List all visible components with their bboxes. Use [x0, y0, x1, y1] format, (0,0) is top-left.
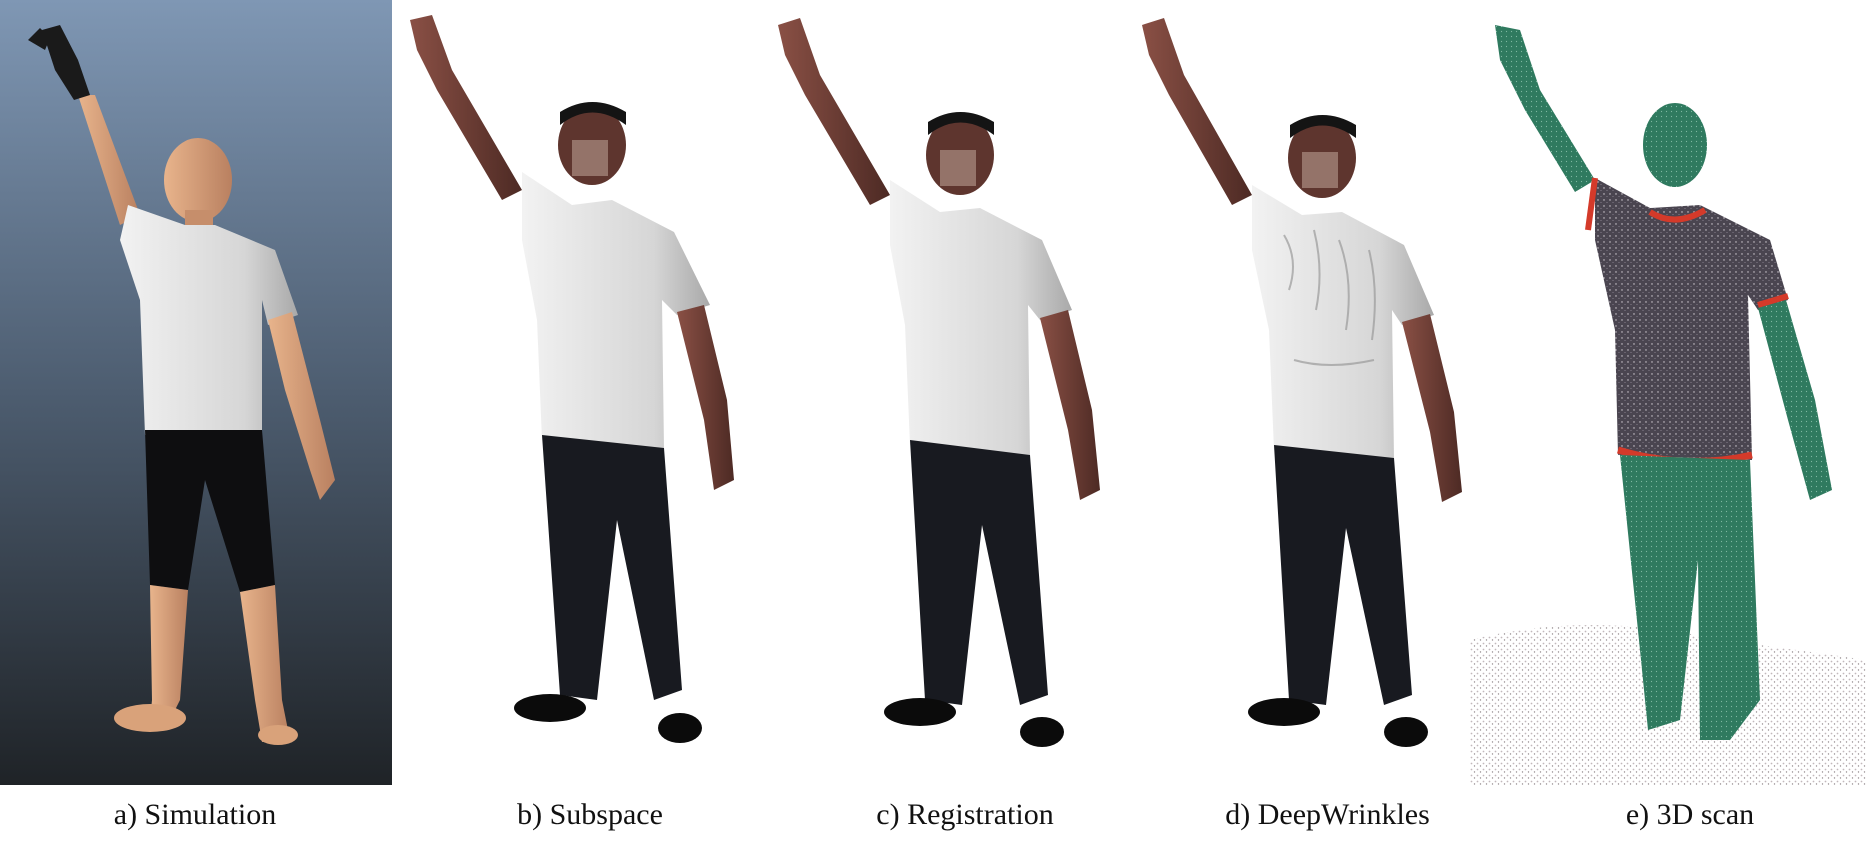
scan-render [1470, 25, 1866, 785]
panel-registration [760, 0, 1124, 785]
panel-subspace [392, 0, 760, 785]
caption-registration: c) Registration [876, 798, 1054, 831]
caption-3d-scan: e) 3D scan [1625, 798, 1755, 831]
caption-deepwrinkles: d) DeepWrinkles [1225, 798, 1430, 831]
deepwrinkles-render [1142, 18, 1462, 747]
registration-render [778, 18, 1100, 747]
panel-deepwrinkles [1124, 0, 1494, 785]
panel-3d-scan [1470, 0, 1866, 785]
caption-subspace: b) Subspace [517, 798, 663, 831]
subspace-render [410, 15, 734, 743]
panel-simulation [0, 0, 392, 785]
simulation-render [0, 0, 392, 785]
caption-simulation: a) Simulation [113, 798, 277, 831]
